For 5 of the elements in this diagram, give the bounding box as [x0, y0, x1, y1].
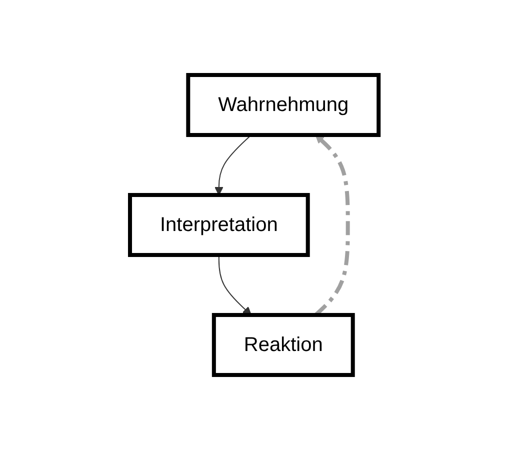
arrow — [214, 134, 252, 196]
node-box: Interpretation — [128, 193, 310, 257]
node-box: Wahrnehmung — [186, 73, 381, 137]
arrow — [218, 254, 252, 316]
node-box: Reaktion — [212, 313, 356, 377]
